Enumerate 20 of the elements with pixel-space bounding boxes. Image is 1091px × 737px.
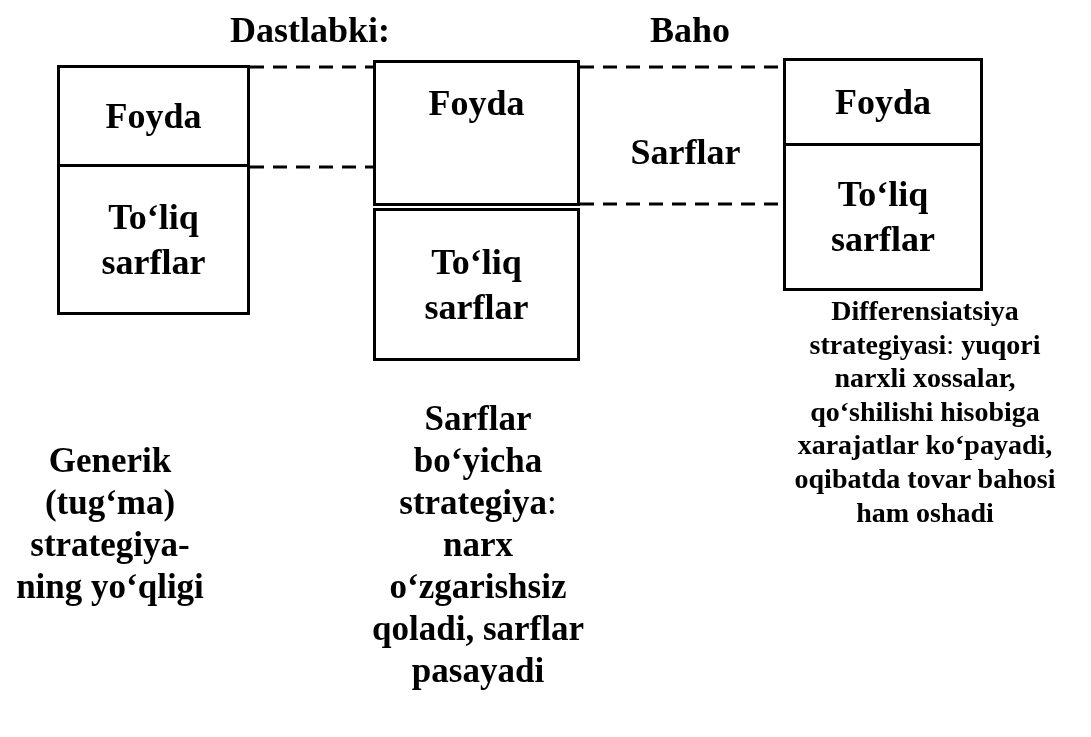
box-label: To‘liq sarflar	[100, 195, 207, 284]
heading-label: Dastlabki:	[229, 9, 391, 52]
text-box	[783, 143, 983, 291]
box-label: To‘liq sarflar	[423, 240, 530, 329]
text-box	[373, 208, 580, 361]
box-label: Foyda	[427, 82, 526, 125]
description-text: Sarflar bo‘yicha strategiya: narx o‘zgarishsiz qoladi, sarflar pasayadi	[371, 398, 585, 692]
description-text: Differensiatsiya strategiyasi: yuqori narxli xossalar, qo‘shilishi hisobiga xarajatlar ko‘payadi, oqibatda tovar bahosi ham oshadi	[793, 294, 1057, 530]
heading-label: Baho	[648, 9, 731, 52]
box-label: Foyda	[104, 94, 203, 138]
text-box	[373, 60, 580, 206]
text-box	[783, 58, 983, 146]
dashed-line	[250, 65, 373, 69]
text-box	[57, 65, 250, 167]
heading-label: Sarflar	[629, 131, 742, 174]
description-text: Generik (tug‘ma) strategiya-ning yo‘qligi	[15, 440, 205, 608]
text-box	[57, 164, 250, 315]
box-label: Foyda	[834, 80, 932, 124]
box-label: To‘liq sarflar	[830, 173, 936, 261]
dashed-line	[250, 165, 373, 169]
